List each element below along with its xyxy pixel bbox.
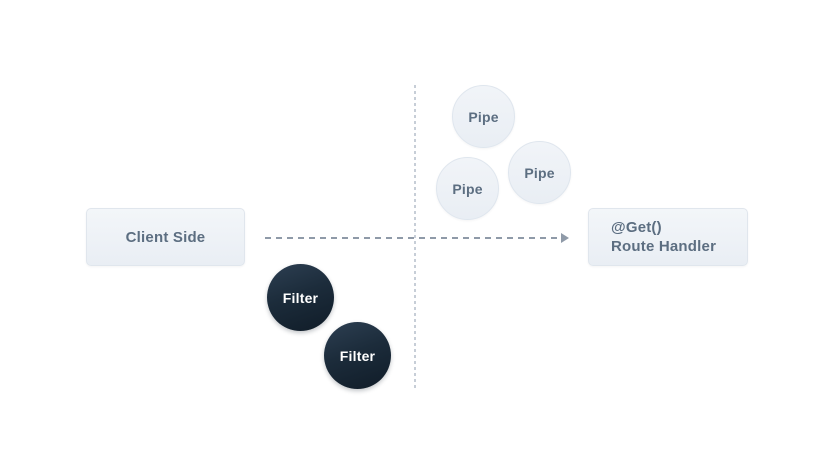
route-handler-label: Route Handler (611, 238, 717, 255)
client-side-node: Client Side (86, 208, 245, 266)
pipe-label: Pipe (468, 108, 499, 125)
arrow-shaft (265, 237, 561, 239)
route-handler-node: @Get() Route Handler (588, 208, 748, 266)
boundary-dashed-line (414, 85, 416, 388)
filter-node: Filter (324, 322, 391, 389)
client-side-label: Client Side (125, 228, 206, 246)
request-flow-arrow (265, 233, 569, 243)
filter-label: Filter (339, 347, 376, 364)
pipe-node: Pipe (508, 141, 571, 204)
pipe-label: Pipe (524, 164, 555, 181)
pipe-node: Pipe (436, 157, 499, 220)
pipe-label: Pipe (452, 180, 483, 197)
pipe-node: Pipe (452, 85, 515, 148)
route-handler-decorator-label: @Get() (611, 219, 662, 236)
filter-label: Filter (282, 289, 319, 306)
arrowhead-icon (561, 233, 569, 243)
filter-node: Filter (267, 264, 334, 331)
